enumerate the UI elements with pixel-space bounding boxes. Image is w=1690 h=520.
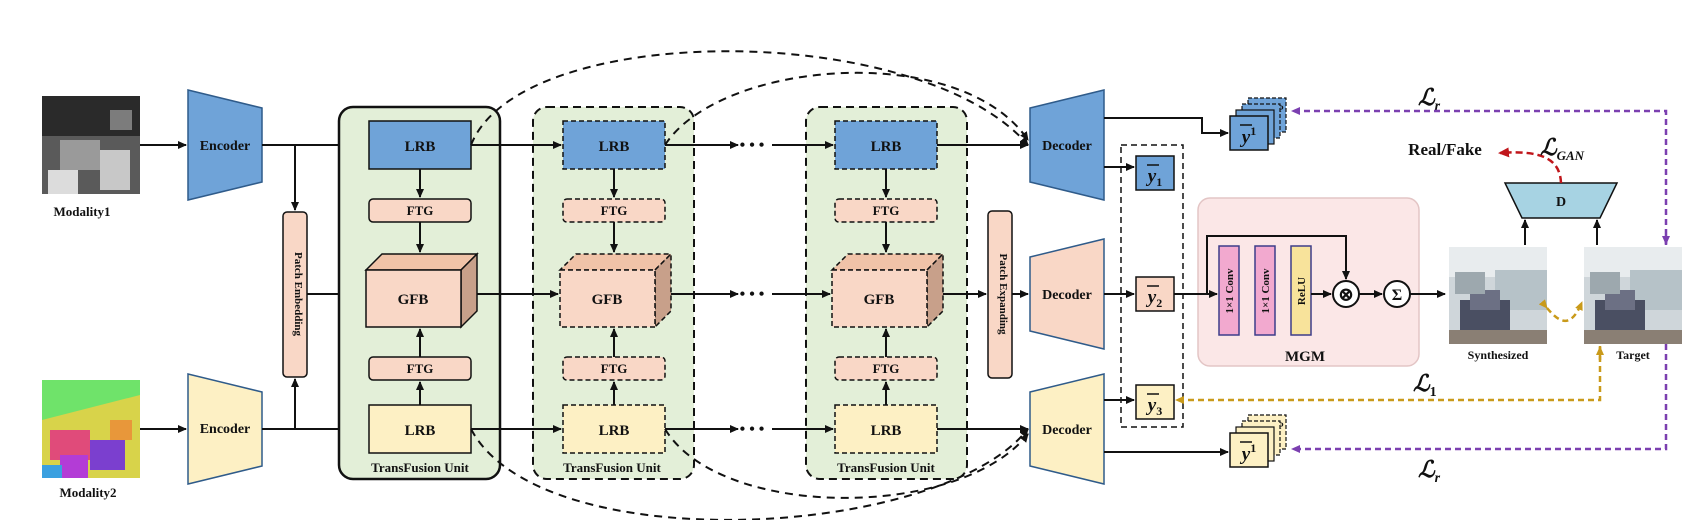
gfb-1: GFB	[364, 252, 479, 329]
lrb-bottom-2: LRB	[562, 404, 666, 454]
loss-l1: ℒ1	[1413, 371, 1437, 400]
ftg-top-3: FTG	[834, 198, 938, 223]
svg-text:y1: y1	[1146, 166, 1162, 189]
svg-text:1×1 Conv: 1×1 Conv	[1260, 268, 1272, 314]
lrb-top-2: LRB	[562, 120, 666, 170]
lrb-bottom-3: LRB	[834, 404, 938, 454]
modality2-image	[42, 380, 140, 478]
svg-text:P: P	[1278, 104, 1284, 114]
svg-text:FTG: FTG	[407, 361, 434, 376]
encoder-bottom-label: Encoder	[200, 422, 251, 437]
svg-text:LRB: LRB	[405, 423, 436, 439]
svg-text:FTG: FTG	[601, 203, 628, 218]
mgm-module: MGM 1×1 Conv 1×1 Conv ReLU ⊗ Σ	[1197, 197, 1420, 367]
svg-text:LRB: LRB	[871, 423, 902, 439]
ellipsis-bottom: • • •	[740, 421, 765, 438]
decoder-bottom: Decoder	[1029, 373, 1105, 485]
skip-curve-top-2	[664, 71, 1029, 146]
svg-text:FTG: FTG	[873, 203, 900, 218]
svg-text:1×1 Conv: 1×1 Conv	[1224, 268, 1236, 314]
output-y1: y1	[1135, 155, 1175, 191]
svg-text:LRB: LRB	[599, 423, 630, 439]
decoder-middle: Decoder	[1029, 238, 1105, 350]
discriminator: D	[1503, 182, 1619, 219]
modality2-label: Modality2	[59, 485, 116, 500]
svg-text:Σ: Σ	[1392, 287, 1402, 304]
modality1-label: Modality1	[53, 204, 110, 219]
skip-curve-top-1	[470, 50, 1029, 146]
svg-text:GFB: GFB	[398, 292, 429, 308]
output-stack-top: P y1	[1229, 97, 1287, 151]
gold-curve-synth-target	[1538, 299, 1584, 322]
svg-text:y1: y1	[1240, 441, 1256, 465]
svg-text:GFB: GFB	[864, 292, 895, 308]
lrb-top-1: LRB	[368, 120, 472, 170]
ellipsis-top: • • •	[740, 137, 765, 154]
svg-text:FTG: FTG	[601, 361, 628, 376]
decoder-bottom-label: Decoder	[1042, 423, 1092, 438]
target-label: Target	[1616, 348, 1650, 362]
ftg-bottom-3: FTG	[834, 356, 938, 381]
purple-loss-bottom	[1291, 344, 1668, 453]
transfusion-unit-2-label: TransFusion Unit	[563, 460, 661, 475]
svg-text:LRB: LRB	[871, 139, 902, 155]
patch-expanding: Patch Expanding	[987, 210, 1013, 379]
modality1-image	[42, 96, 140, 194]
encoder-top: Encoder	[187, 89, 263, 201]
svg-text:GFB: GFB	[592, 292, 623, 308]
conv1-block: 1×1 Conv	[1218, 245, 1240, 336]
mgm-title: MGM	[1285, 349, 1325, 365]
svg-text:LRB: LRB	[599, 139, 630, 155]
output-stack-bottom: P y1	[1229, 414, 1287, 468]
transfusion-unit-3-label: TransFusion Unit	[837, 460, 935, 475]
decoder-top-label: Decoder	[1042, 139, 1092, 154]
conv2-block: 1×1 Conv	[1254, 245, 1276, 336]
lrb-bottom-1: LRB	[368, 404, 472, 454]
decoder-middle-label: Decoder	[1042, 288, 1092, 303]
real-fake-label: Real/Fake	[1408, 140, 1482, 159]
multiply-node: ⊗	[1332, 280, 1360, 308]
svg-text:LRB: LRB	[405, 139, 436, 155]
gold-loss-l1	[1175, 346, 1602, 404]
encoder-bottom: Encoder	[187, 373, 263, 485]
loss-r-bottom: ℒr	[1418, 457, 1441, 486]
svg-text:⊗: ⊗	[1338, 284, 1355, 306]
skip-curve-bottom-2	[664, 428, 1029, 499]
ftg-bottom-2: FTG	[562, 356, 666, 381]
loss-gan: ℒGAN	[1540, 135, 1585, 163]
decoder-top: Decoder	[1029, 89, 1105, 201]
svg-text:FTG: FTG	[407, 203, 434, 218]
target-image	[1584, 247, 1682, 344]
output-y2: y2	[1135, 276, 1175, 312]
lrb-top-3: LRB	[834, 120, 938, 170]
svg-text:P: P	[1278, 421, 1284, 431]
svg-text:FTG: FTG	[873, 361, 900, 376]
ellipsis-middle: • • •	[740, 286, 765, 303]
relu-block: ReLU	[1290, 245, 1312, 336]
gfb-2: GFB	[558, 252, 673, 329]
ftg-top-2: FTG	[562, 198, 666, 223]
output-y3: y3	[1135, 384, 1175, 420]
svg-text:y2: y2	[1146, 287, 1162, 310]
encoder-top-label: Encoder	[200, 139, 251, 154]
synthesized-image	[1449, 247, 1547, 344]
sum-node: Σ	[1383, 280, 1411, 308]
patch-embedding-label: Patch Embedding	[292, 252, 304, 337]
synthesized-label: Synthesized	[1468, 348, 1529, 362]
outputs-dashed-box	[1120, 144, 1184, 428]
patch-expanding-label: Patch Expanding	[997, 254, 1009, 335]
transfusion-unit-1-label: TransFusion Unit	[371, 460, 469, 475]
loss-r-top: ℒr	[1418, 85, 1441, 114]
patch-embedding: Patch Embedding	[282, 211, 308, 378]
purple-loss-top	[1291, 107, 1668, 245]
gan-red-arrow	[1498, 147, 1563, 184]
ftg-top-1: FTG	[368, 198, 472, 223]
svg-text:D: D	[1556, 195, 1566, 210]
gfb-3: GFB	[830, 252, 945, 329]
svg-text:y1: y1	[1240, 124, 1256, 148]
svg-text:y3: y3	[1146, 395, 1162, 418]
ftg-bottom-1: FTG	[368, 356, 472, 381]
svg-text:ReLU: ReLU	[1296, 277, 1308, 305]
